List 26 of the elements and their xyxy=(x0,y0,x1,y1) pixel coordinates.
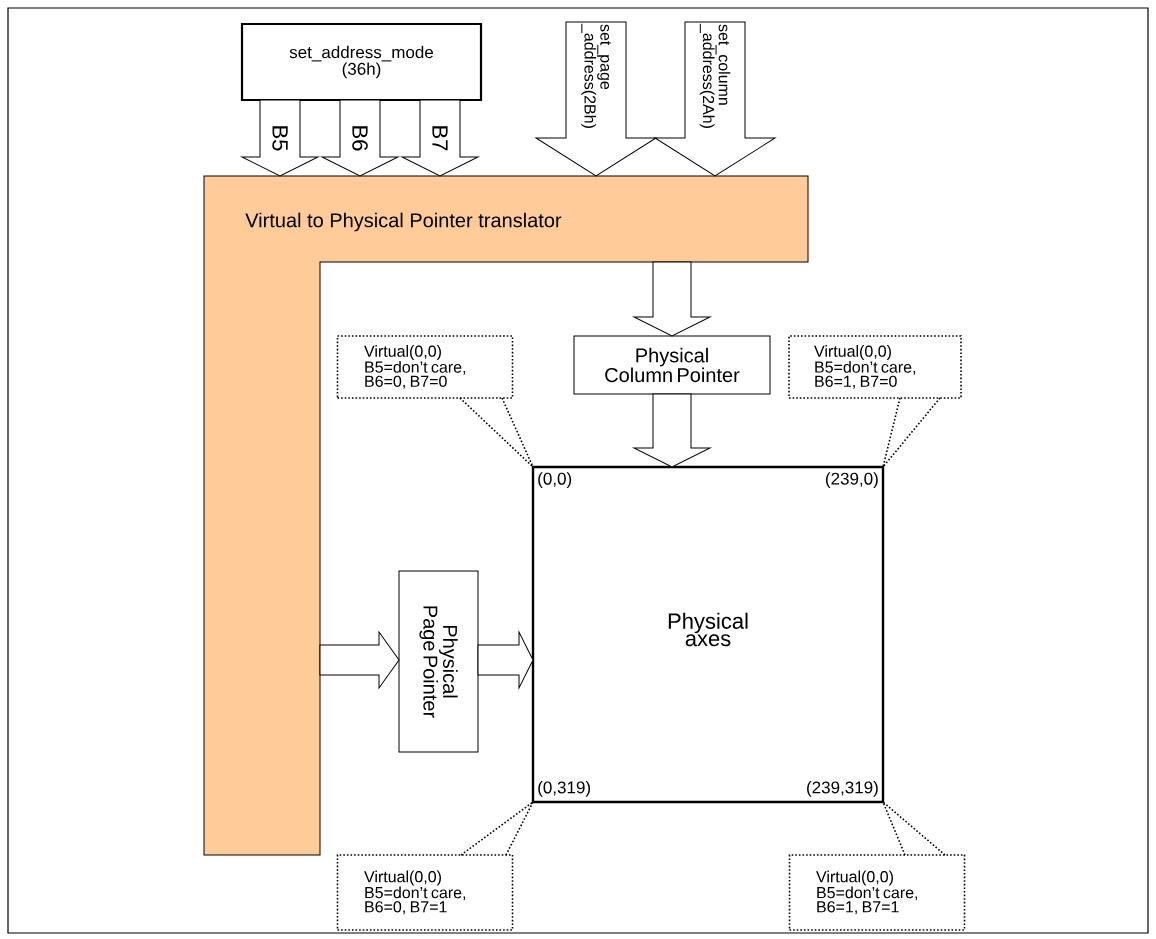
callout-box: Virtual(0,0) B5=don’t care, B6=0, B7=0 xyxy=(336,335,514,399)
callout-pointer xyxy=(460,801,534,856)
block-arrow xyxy=(321,99,399,177)
callout-box: Virtual(0,0) B5=don’t care, B6=0, B7=1 xyxy=(336,854,514,931)
edge-label: set_column _address(2Ah) xyxy=(699,23,731,128)
process-box: set_address_mode (36h) xyxy=(240,22,483,102)
callout-pointer xyxy=(459,397,534,468)
block-arrow xyxy=(319,631,400,689)
process-box: Physical Column Pointer xyxy=(573,335,771,395)
axes-box: Physical axes (0,0) (239,0) (0,319) (239,319) xyxy=(531,465,885,804)
block-arrow xyxy=(633,261,711,337)
edge-label: set_page _address(2Bh) xyxy=(581,23,611,128)
callout-box: Virtual(0,0) B5=don’t care, B6=1, B7=1 xyxy=(788,854,966,931)
block-arrow xyxy=(241,99,319,177)
edge-label: B5 xyxy=(272,126,288,151)
block-arrow xyxy=(401,99,479,177)
callout-pointer xyxy=(882,397,941,468)
block-arrow xyxy=(654,21,776,177)
callout-box: Virtual(0,0) B5=don’t care, B6=1, B7=0 xyxy=(788,335,962,399)
edge-label: B6 xyxy=(352,126,368,151)
callout-pointer xyxy=(882,801,946,856)
block-arrow xyxy=(535,21,657,177)
block-arrow xyxy=(477,631,534,689)
edge-label: B7 xyxy=(432,126,448,151)
process-box: Physical Page Pointer xyxy=(398,570,479,753)
block-arrow xyxy=(633,393,711,468)
